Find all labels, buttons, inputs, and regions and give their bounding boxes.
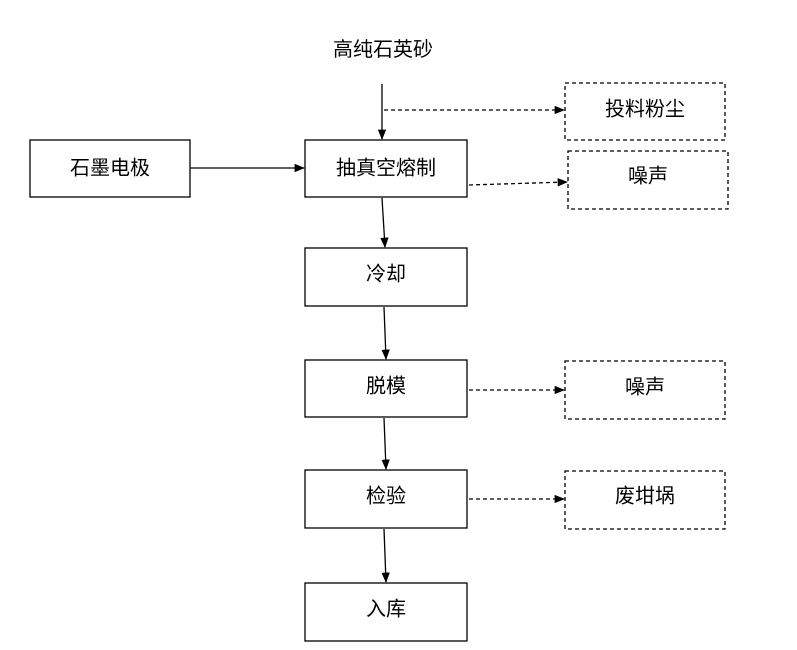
node-inspection: 检验 [304,469,468,529]
node-vacuum-melting-label: 抽真空熔制 [336,156,436,180]
node-demolding: 脱模 [304,359,468,418]
arrow-to-noise-melting [468,178,569,187]
arrow-melting-to-cooling [380,197,389,249]
emission-feeding-dust-label: 投料粉尘 [605,97,685,121]
arrow-demolding-to-inspection [381,417,390,471]
node-demolding-label: 脱模 [366,374,406,398]
arrow-cooling-to-demolding [381,306,390,361]
node-vacuum-melting: 抽真空熔制 [304,139,468,198]
emission-noise-melting-label: 噪声 [628,164,668,188]
arrow-inspection-to-storage [381,528,390,584]
node-storage: 入库 [304,582,468,642]
node-graphite-electrode-label: 石墨电极 [70,156,150,180]
emission-noise-melting: 噪声 [567,150,729,210]
emission-noise-demolding: 噪声 [564,360,726,420]
node-cooling-label: 冷却 [366,262,406,286]
input-material-label: 高纯石英砂 [333,37,433,61]
node-storage-label: 入库 [366,597,406,621]
emission-waste-crucible-label: 废坩埚 [615,484,675,508]
node-graphite-electrode: 石墨电极 [29,139,191,198]
node-cooling: 冷却 [304,247,468,307]
node-inspection-label: 检验 [366,484,406,508]
emission-feeding-dust: 投料粉尘 [564,82,726,141]
emission-waste-crucible: 废坩埚 [564,470,726,530]
emission-noise-demolding-label: 噪声 [625,375,665,399]
